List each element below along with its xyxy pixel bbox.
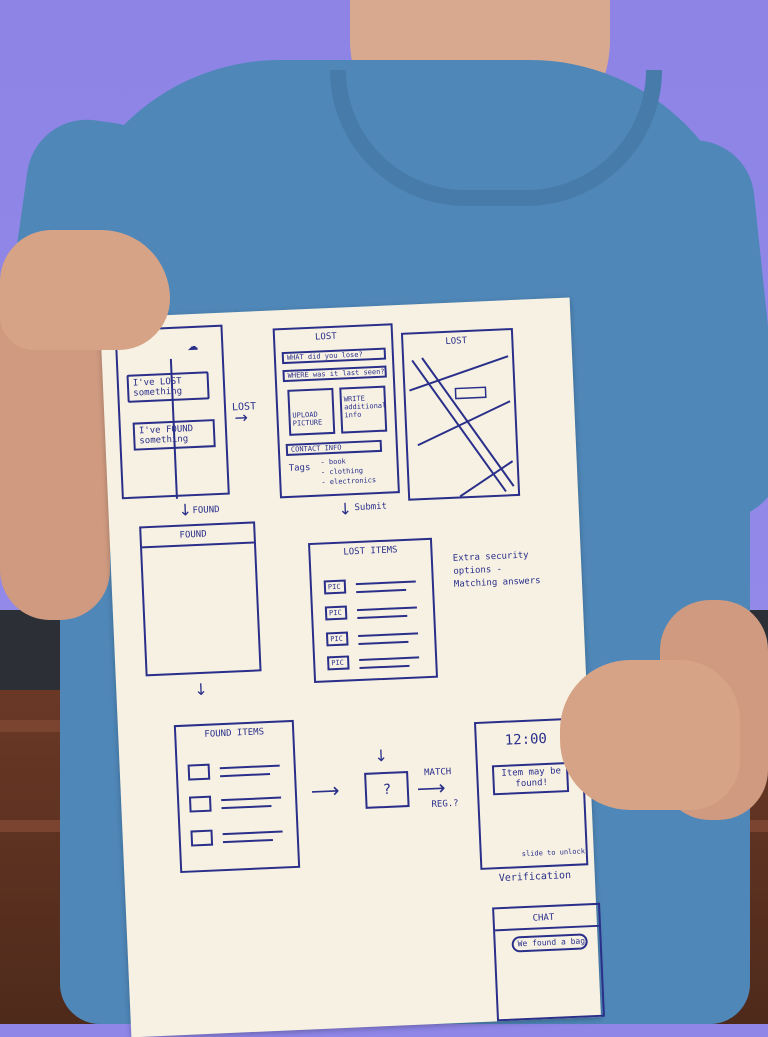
sketch-contact-field: CONTACT INFO <box>285 439 383 457</box>
right-arrow-icon: ⟶ <box>416 775 446 801</box>
down-arrow-icon: ↓ <box>373 745 389 766</box>
sketch-map-roads <box>409 355 515 498</box>
sketch-write-box: WRITE additional info <box>339 385 388 434</box>
sketch-sign-found-text: I've FOUND something <box>138 424 194 447</box>
sketch-pic-label: PIC <box>327 582 341 592</box>
right-arrow-icon: → <box>234 407 249 428</box>
sketch-notify-bubble: Item may be found! <box>491 762 570 796</box>
sketch-pic-label: PIC <box>331 658 345 668</box>
right-hand <box>560 660 740 810</box>
sketch-tags-label: Tags <box>288 462 311 474</box>
sketch-screen-lost-form: LOST WHAT did you lose? WHERE was it las… <box>272 323 400 499</box>
right-arrow-icon: ⟶ <box>310 778 341 804</box>
sketch-pic-label: PIC <box>330 634 344 644</box>
sketch-chat-message: We found a bag <box>517 936 586 949</box>
sketch-tag-item: - book <box>320 457 346 467</box>
sketch-reg-label: REG.? <box>431 798 459 810</box>
down-arrow-icon: ↓ <box>178 500 193 520</box>
sketch-slide-text: slide to unlock <box>521 847 586 859</box>
sketch-screen-lost-items: LOST ITEMS PIC PIC PIC PIC <box>308 537 439 684</box>
sketch-pic-label: PIC <box>328 608 342 618</box>
sketch-arrow-found-label: FOUND <box>192 504 220 517</box>
sketch-submit-label: Submit <box>354 501 388 514</box>
sketch-verification-label: Verification <box>498 869 572 885</box>
sketch-lost-form-title: LOST <box>314 331 337 343</box>
cloud-icon: ☁ <box>186 333 199 356</box>
down-arrow-icon: ↓ <box>193 679 209 700</box>
sketch-screen-found-items: FOUND ITEMS <box>173 719 301 874</box>
sketch-write-text: WRITE additional info <box>343 394 387 420</box>
sketch-found-title: FOUND <box>179 529 207 541</box>
sketch-screen-chat: CHAT We found a bag <box>492 902 605 1022</box>
sketch-field-what-text: WHAT did you lose? <box>286 350 363 362</box>
sketch-chat-bubble: We found a bag <box>511 933 589 953</box>
sketch-screen-map: LOST <box>400 328 521 501</box>
sketch-map-title: LOST <box>445 336 468 347</box>
sketch-screen-found: FOUND <box>139 521 262 677</box>
left-hand <box>0 230 170 350</box>
sketch-sign-lost: I've LOST something <box>126 371 210 403</box>
sketch-notify-time: 12:00 <box>504 730 548 749</box>
sketch-screen-home: I've LOST something I've FOUND something… <box>114 324 230 500</box>
sketch-lost-items-title: LOST ITEMS <box>343 545 398 558</box>
sketch-upload-box: UPLOAD PICTURE <box>287 387 336 436</box>
sketch-tag-item: - clothing <box>320 466 364 477</box>
sketch-found-items-title: FOUND ITEMS <box>204 727 265 740</box>
sketch-tag-item: - electronics <box>321 476 377 487</box>
sketch-contact-text: CONTACT INFO <box>290 443 342 454</box>
sketch-field-where-text: WHERE was it last seen? <box>287 367 385 380</box>
sketch-match-question: ? <box>382 781 392 799</box>
sketch-match-box: ? <box>364 770 410 809</box>
wireframe-sketch-paper: I've LOST something I've FOUND something… <box>100 297 605 1037</box>
sketch-notify-message: Item may be found! <box>501 766 562 790</box>
sketch-security-note: Extra security options - Matching answer… <box>452 550 541 590</box>
sketch-field-what: WHAT did you lose? <box>281 347 387 365</box>
sketch-upload-text: UPLOAD PICTURE <box>292 410 323 428</box>
sketch-chat-title: CHAT <box>532 912 555 924</box>
sketch-field-where: WHERE was it last seen? <box>282 365 387 383</box>
down-arrow-icon: ↓ <box>338 499 353 519</box>
